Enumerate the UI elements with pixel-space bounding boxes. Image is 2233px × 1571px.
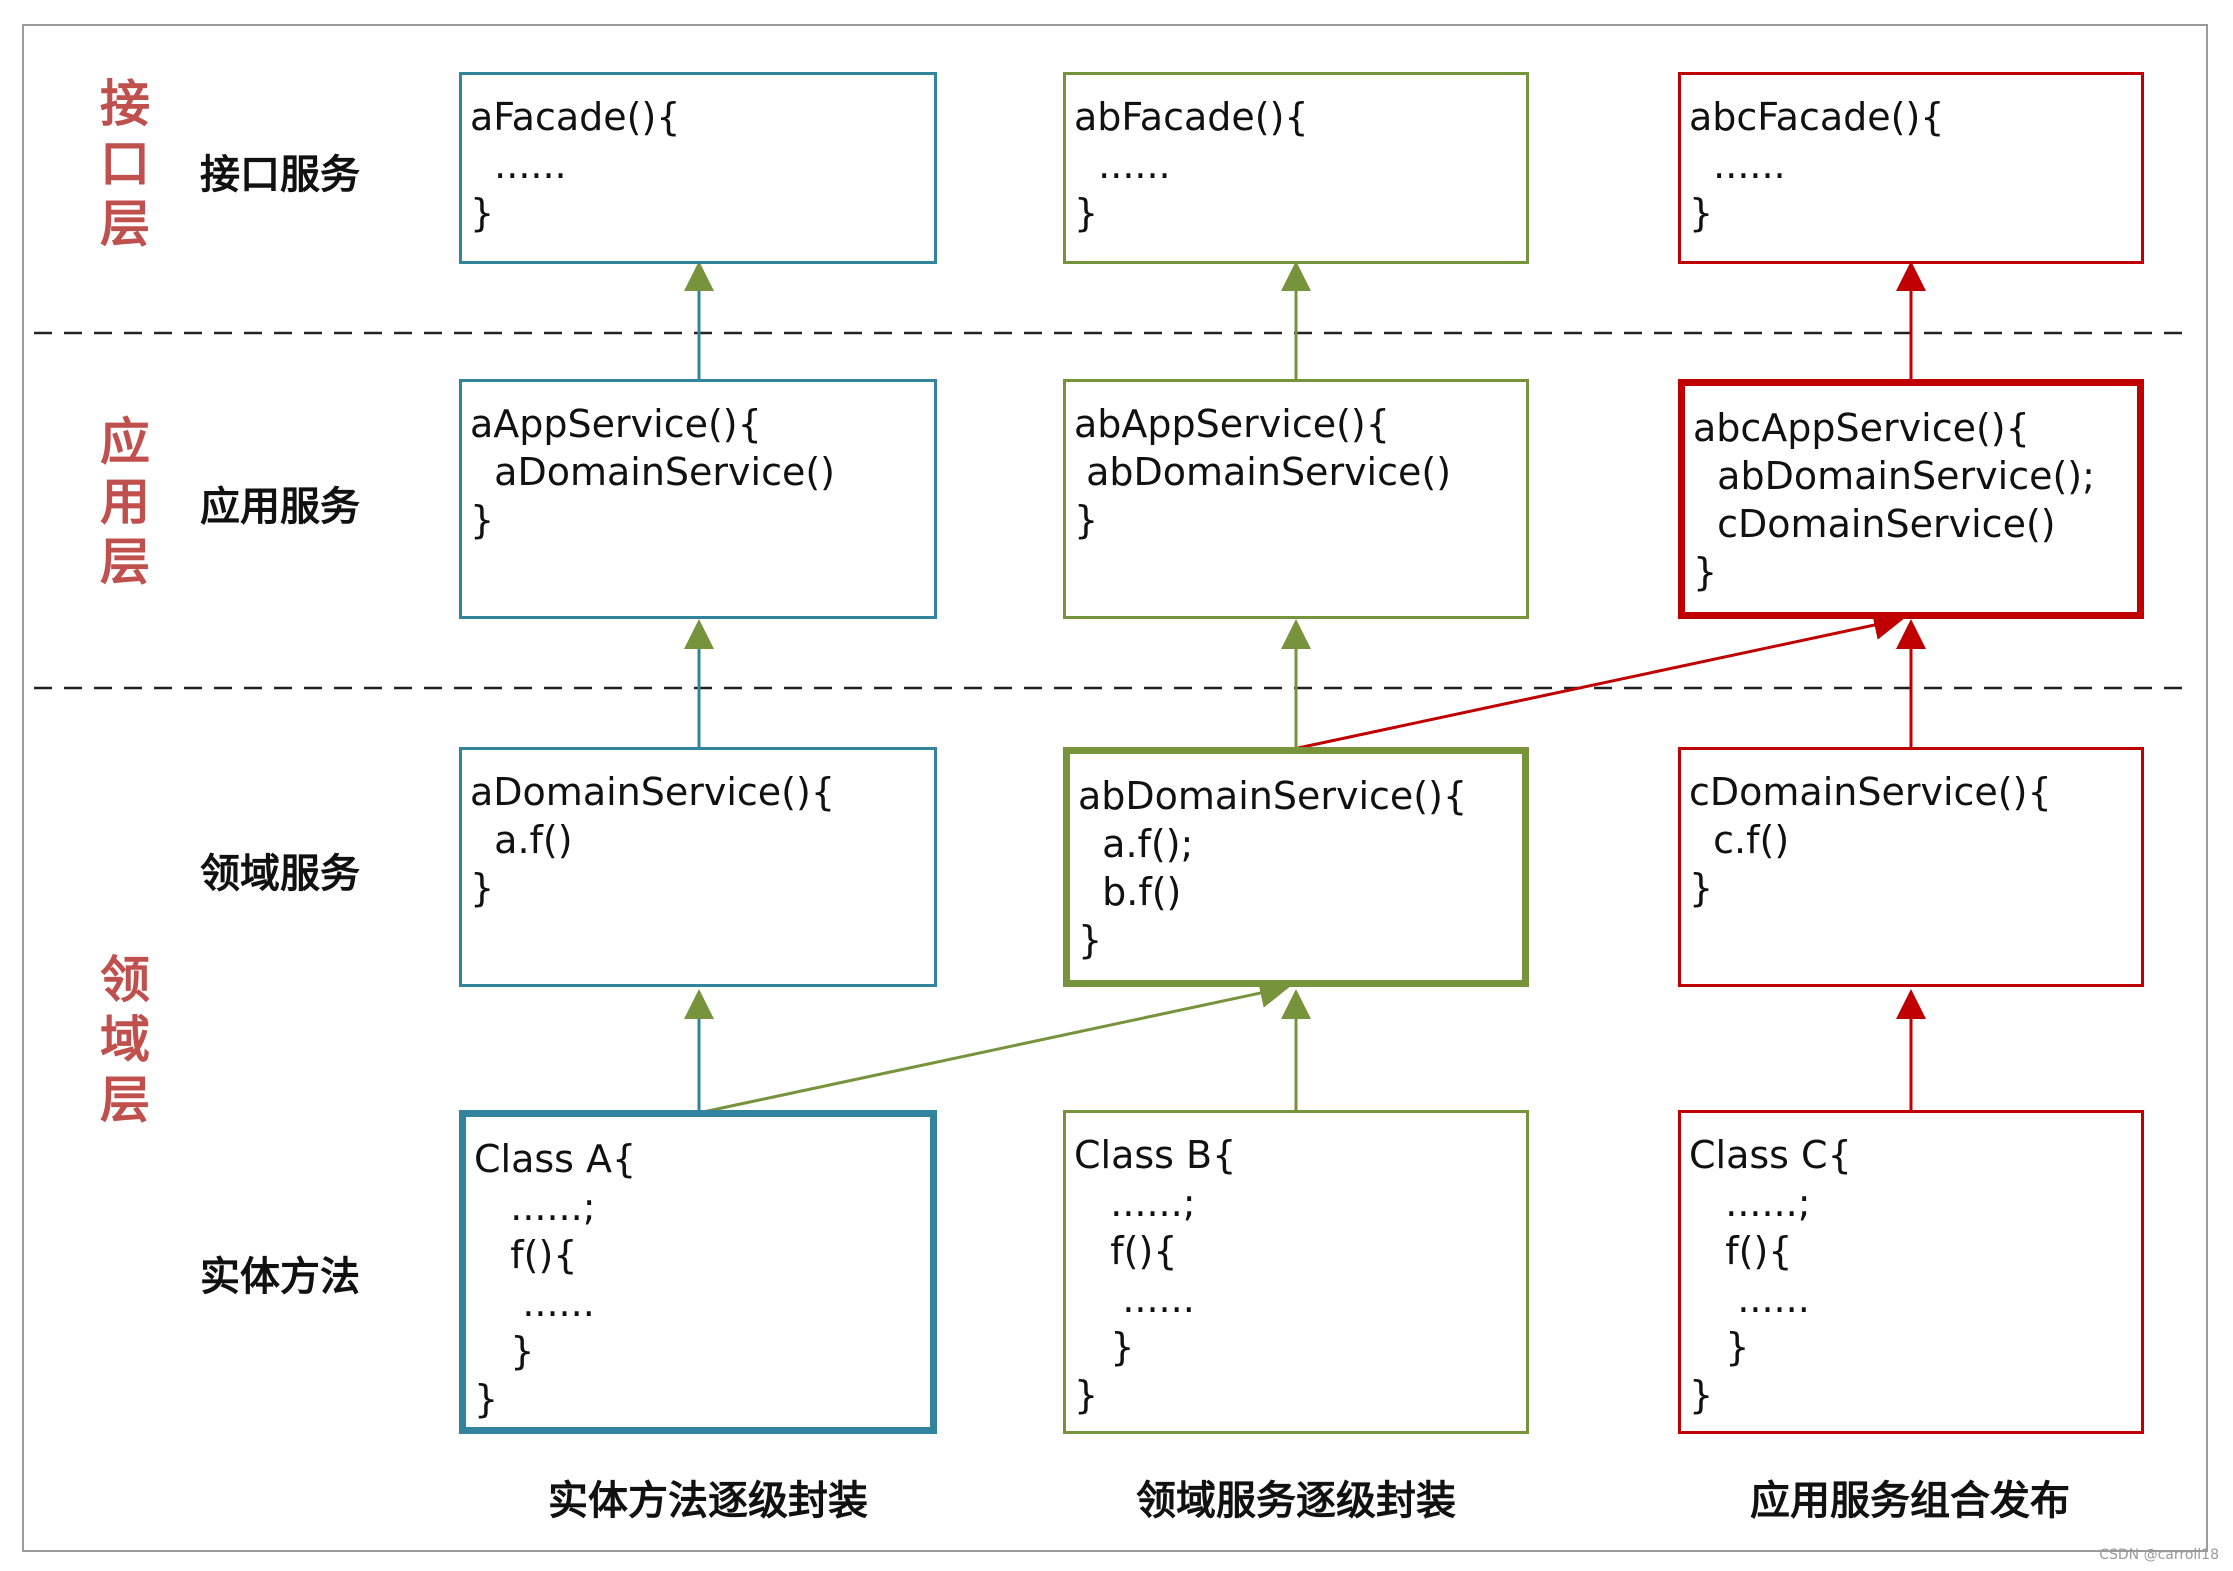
code-line: cDomainService(){ bbox=[1689, 770, 2052, 814]
layer-title-char: 领 bbox=[100, 951, 150, 1009]
layer-title-interface: 接口层 bbox=[90, 74, 160, 254]
code-line: ......; bbox=[1074, 1181, 1196, 1225]
box-ab-app-service: abAppService(){ abDomainService()} bbox=[1063, 379, 1529, 619]
box-a-domain-service: aDomainService(){ a.f()} bbox=[459, 747, 937, 987]
code-line: f(){ bbox=[474, 1233, 578, 1277]
code-line: abFacade(){ bbox=[1074, 95, 1309, 139]
box-class-b: Class B{ ......; f(){ ...... }} bbox=[1063, 1110, 1529, 1434]
box-abc-app-service: abcAppService(){ abDomainService(); cDom… bbox=[1678, 379, 2144, 619]
layer-title-char: 层 bbox=[100, 1071, 150, 1129]
box-abc-facade: abcFacade(){ ......} bbox=[1678, 72, 2144, 264]
box-ab-facade: abFacade(){ ......} bbox=[1063, 72, 1529, 264]
box-ab-domain-service: abDomainService(){ a.f(); b.f()} bbox=[1063, 747, 1529, 987]
code-line: } bbox=[470, 866, 495, 910]
layer-title-char: 用 bbox=[100, 473, 150, 531]
layer-title-domain: 领域层 bbox=[90, 950, 160, 1130]
row-label-application-service: 应用服务 bbox=[200, 484, 360, 530]
arrow-a-entity-to-ab-domain bbox=[702, 978, 1290, 1114]
code-line: } bbox=[1693, 550, 1718, 594]
code-line: } bbox=[1074, 498, 1099, 542]
code-line: abcFacade(){ bbox=[1689, 95, 1945, 139]
code-line: a.f() bbox=[470, 818, 573, 862]
code-line: } bbox=[1078, 918, 1103, 962]
code-line: Class C{ bbox=[1689, 1133, 1852, 1177]
code-line: abDomainService() bbox=[1074, 450, 1452, 494]
code-line: ...... bbox=[474, 1281, 595, 1325]
arrow-ab-domain-to-abc-app bbox=[1297, 610, 1904, 750]
code-line: } bbox=[470, 191, 495, 235]
layer-title-char: 层 bbox=[100, 195, 150, 253]
code-line: aAppService(){ bbox=[470, 402, 762, 446]
code-line: ......; bbox=[1689, 1181, 1811, 1225]
code-line: abDomainService(){ bbox=[1078, 774, 1468, 818]
row-label-interface-service: 接口服务 bbox=[200, 152, 360, 198]
code-line: } bbox=[470, 498, 495, 542]
code-line: ...... bbox=[1689, 143, 1786, 187]
diagram-frame bbox=[22, 24, 2208, 1552]
code-line: abAppService(){ bbox=[1074, 402, 1390, 446]
code-line: } bbox=[1689, 866, 1714, 910]
code-line: f(){ bbox=[1074, 1229, 1178, 1273]
layer-title-char: 接 bbox=[100, 75, 150, 133]
layer-title-char: 层 bbox=[100, 533, 150, 591]
code-line: aDomainService() bbox=[470, 450, 835, 494]
code-line: c.f() bbox=[1689, 818, 1790, 862]
row-label-entity-method: 实体方法 bbox=[200, 1254, 360, 1300]
layer-title-char: 应 bbox=[100, 413, 150, 471]
code-line: Class B{ bbox=[1074, 1133, 1237, 1177]
code-line: ...... bbox=[470, 143, 567, 187]
layer-title-char: 口 bbox=[100, 135, 150, 193]
layer-title-char: 域 bbox=[100, 1011, 150, 1069]
code-line: f(){ bbox=[1689, 1229, 1793, 1273]
layer-title-application: 应用层 bbox=[90, 412, 160, 592]
box-class-c: Class C{ ......; f(){ ...... }} bbox=[1678, 1110, 2144, 1434]
code-line: aFacade(){ bbox=[470, 95, 681, 139]
code-line: cDomainService() bbox=[1693, 502, 2056, 546]
code-line: ...... bbox=[1074, 1277, 1195, 1321]
code-line: } bbox=[1689, 1325, 1750, 1369]
code-line: } bbox=[1689, 1373, 1714, 1417]
code-line: } bbox=[474, 1377, 499, 1421]
caption-domain-service-encapsulation: 领域服务逐级封装 bbox=[1136, 1478, 1456, 1524]
code-line: } bbox=[1074, 191, 1099, 235]
code-line: abDomainService(); bbox=[1693, 454, 2095, 498]
row-label-domain-service: 领域服务 bbox=[200, 851, 360, 897]
code-line: b.f() bbox=[1078, 870, 1182, 914]
code-line: ...... bbox=[1689, 1277, 1810, 1321]
caption-app-service-composition: 应用服务组合发布 bbox=[1750, 1478, 2070, 1524]
code-line: ...... bbox=[1074, 143, 1171, 187]
box-class-a: Class A{ ......; f(){ ...... }} bbox=[459, 1110, 937, 1434]
code-line: a.f(); bbox=[1078, 822, 1194, 866]
caption-entity-encapsulation: 实体方法逐级封装 bbox=[548, 1478, 868, 1524]
code-line: } bbox=[474, 1329, 535, 1373]
code-line: ......; bbox=[474, 1185, 596, 1229]
code-line: } bbox=[1074, 1325, 1135, 1369]
box-a-facade: aFacade(){ ......} bbox=[459, 72, 937, 264]
watermark: CSDN @carroll18 bbox=[2099, 1547, 2219, 1563]
code-line: abcAppService(){ bbox=[1693, 406, 2030, 450]
code-line: aDomainService(){ bbox=[470, 770, 836, 814]
box-a-app-service: aAppService(){ aDomainService()} bbox=[459, 379, 937, 619]
code-line: } bbox=[1074, 1373, 1099, 1417]
code-line: } bbox=[1689, 191, 1714, 235]
code-line: Class A{ bbox=[474, 1137, 637, 1181]
box-c-domain-service: cDomainService(){ c.f()} bbox=[1678, 747, 2144, 987]
